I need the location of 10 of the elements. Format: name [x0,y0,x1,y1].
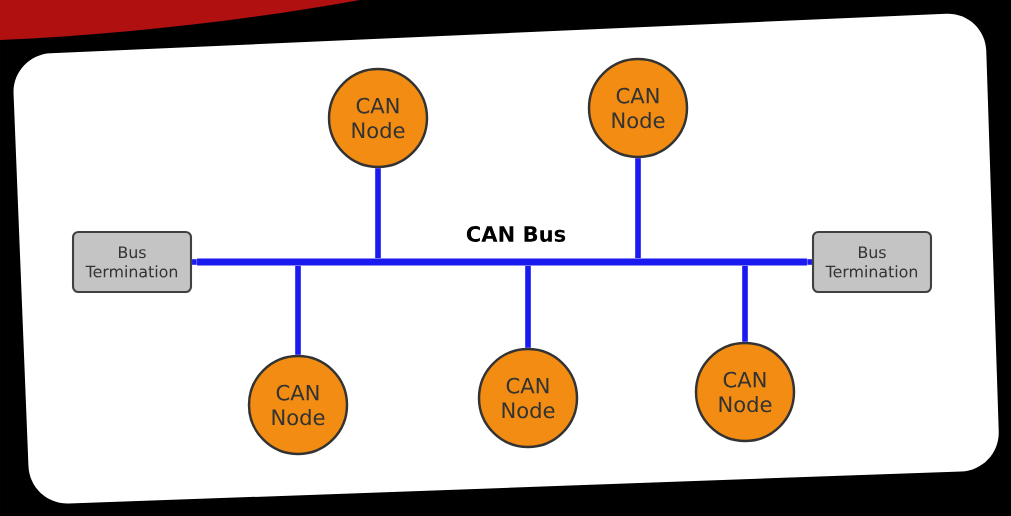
bus-connector [295,265,301,355]
bus-label: CAN Bus [466,226,566,242]
bus-connector [192,259,197,265]
termination-box: Bus Termination [811,230,933,294]
bus-connector [375,168,381,259]
termination-box: Bus Termination [71,230,193,294]
bus-connector [742,265,748,342]
bus-connector [525,265,531,348]
bus-connector [807,259,812,265]
bus-connector [635,158,641,259]
